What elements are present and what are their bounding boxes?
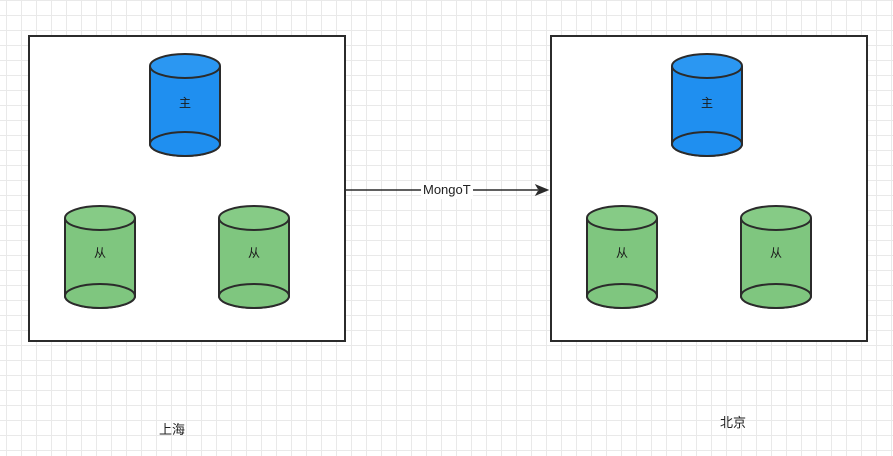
secondary-db-label: 从: [769, 246, 782, 260]
primary-db-beijing[interactable]: 主: [670, 52, 744, 158]
secondary-db-cylinder-icon: [586, 205, 658, 309]
secondary-db-label: 从: [615, 246, 628, 260]
secondary-db-label: 从: [93, 246, 106, 260]
primary-db-label: 主: [700, 96, 713, 110]
primary-db-label: 主: [178, 96, 191, 110]
primary-db-cylinder-icon: [149, 53, 221, 157]
region-name-beijing: 北京: [720, 416, 747, 431]
secondary-db-shanghai-2[interactable]: 从: [217, 204, 291, 310]
secondary-db-cylinder-icon: [64, 205, 136, 309]
secondary-db-shanghai-1[interactable]: 从: [63, 204, 137, 310]
secondary-db-beijing-1[interactable]: 从: [585, 204, 659, 310]
sync-link-label[interactable]: MongoT: [421, 181, 473, 199]
secondary-db-label: 从: [247, 246, 260, 260]
secondary-db-cylinder-icon: [218, 205, 290, 309]
region-name-shanghai: 上海: [159, 423, 186, 438]
secondary-db-beijing-2[interactable]: 从: [739, 204, 813, 310]
arrowhead-icon: [534, 183, 550, 197]
primary-db-cylinder-icon: [671, 53, 743, 157]
primary-db-shanghai[interactable]: 主: [148, 52, 222, 158]
secondary-db-cylinder-icon: [740, 205, 812, 309]
